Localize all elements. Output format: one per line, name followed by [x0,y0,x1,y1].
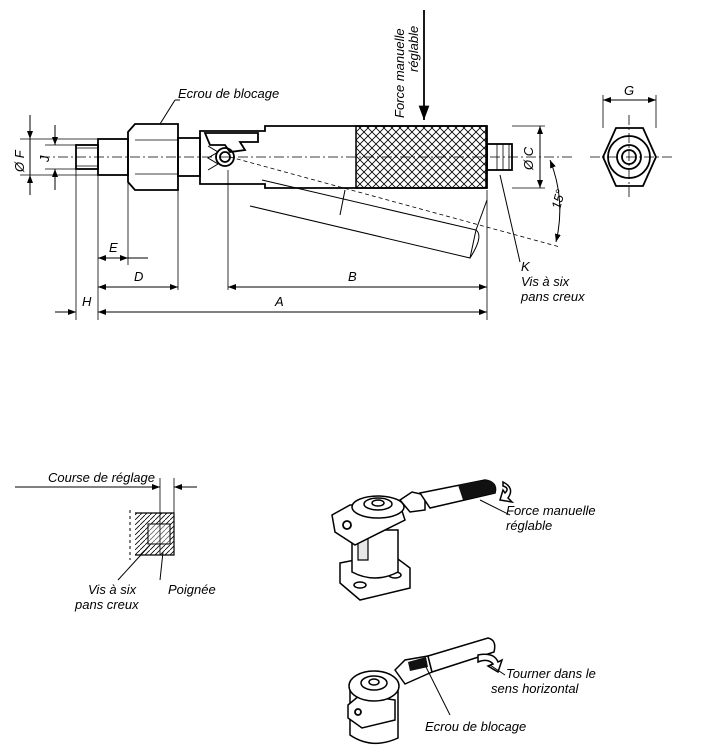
label-course: Course de réglage [48,470,155,485]
label-dim-D: D [134,269,143,284]
label-detail-vis-line2: pans creux [74,597,139,612]
iso-clamp-1 [331,479,515,601]
adjustment-detail [15,478,197,581]
label-ecrou-blocage-bottom: Ecrou de blocage [425,719,526,734]
end-view [590,115,672,200]
label-force2-line2: réglable [506,518,552,533]
dimension-lines [20,95,657,320]
label-dim-C: Ø C [521,146,536,171]
label-dim-F: Ø F [12,149,27,173]
label-dim-G: G [624,83,634,98]
label-dim-K: K [521,259,531,274]
iso-clamp-2 [347,637,504,744]
label-angle: 15° [548,188,568,211]
label-poignee: Poignée [168,582,216,597]
label-dim-A: A [274,294,284,309]
label-dim-J: J [37,155,52,163]
label-force-line1: Force manuelle [392,28,407,118]
side-view [40,123,575,259]
label-detail-vis-line1: Vis à six [88,582,137,597]
label-vis-line1: Vis à six [521,274,570,289]
label-tourner-line1: Tourner dans le [506,666,596,681]
angle-arc [549,159,561,243]
label-dim-H: H [82,294,92,309]
label-force2-line1: Force manuelle [506,503,596,518]
label-tourner-line2: sens horizontal [491,681,580,696]
label-dim-E: E [109,240,118,255]
label-dim-B: B [348,269,357,284]
label-ecrou-blocage-top: Ecrou de blocage [178,86,279,101]
label-vis-line2: pans creux [520,289,585,304]
label-force-line2: réglable [406,26,421,72]
